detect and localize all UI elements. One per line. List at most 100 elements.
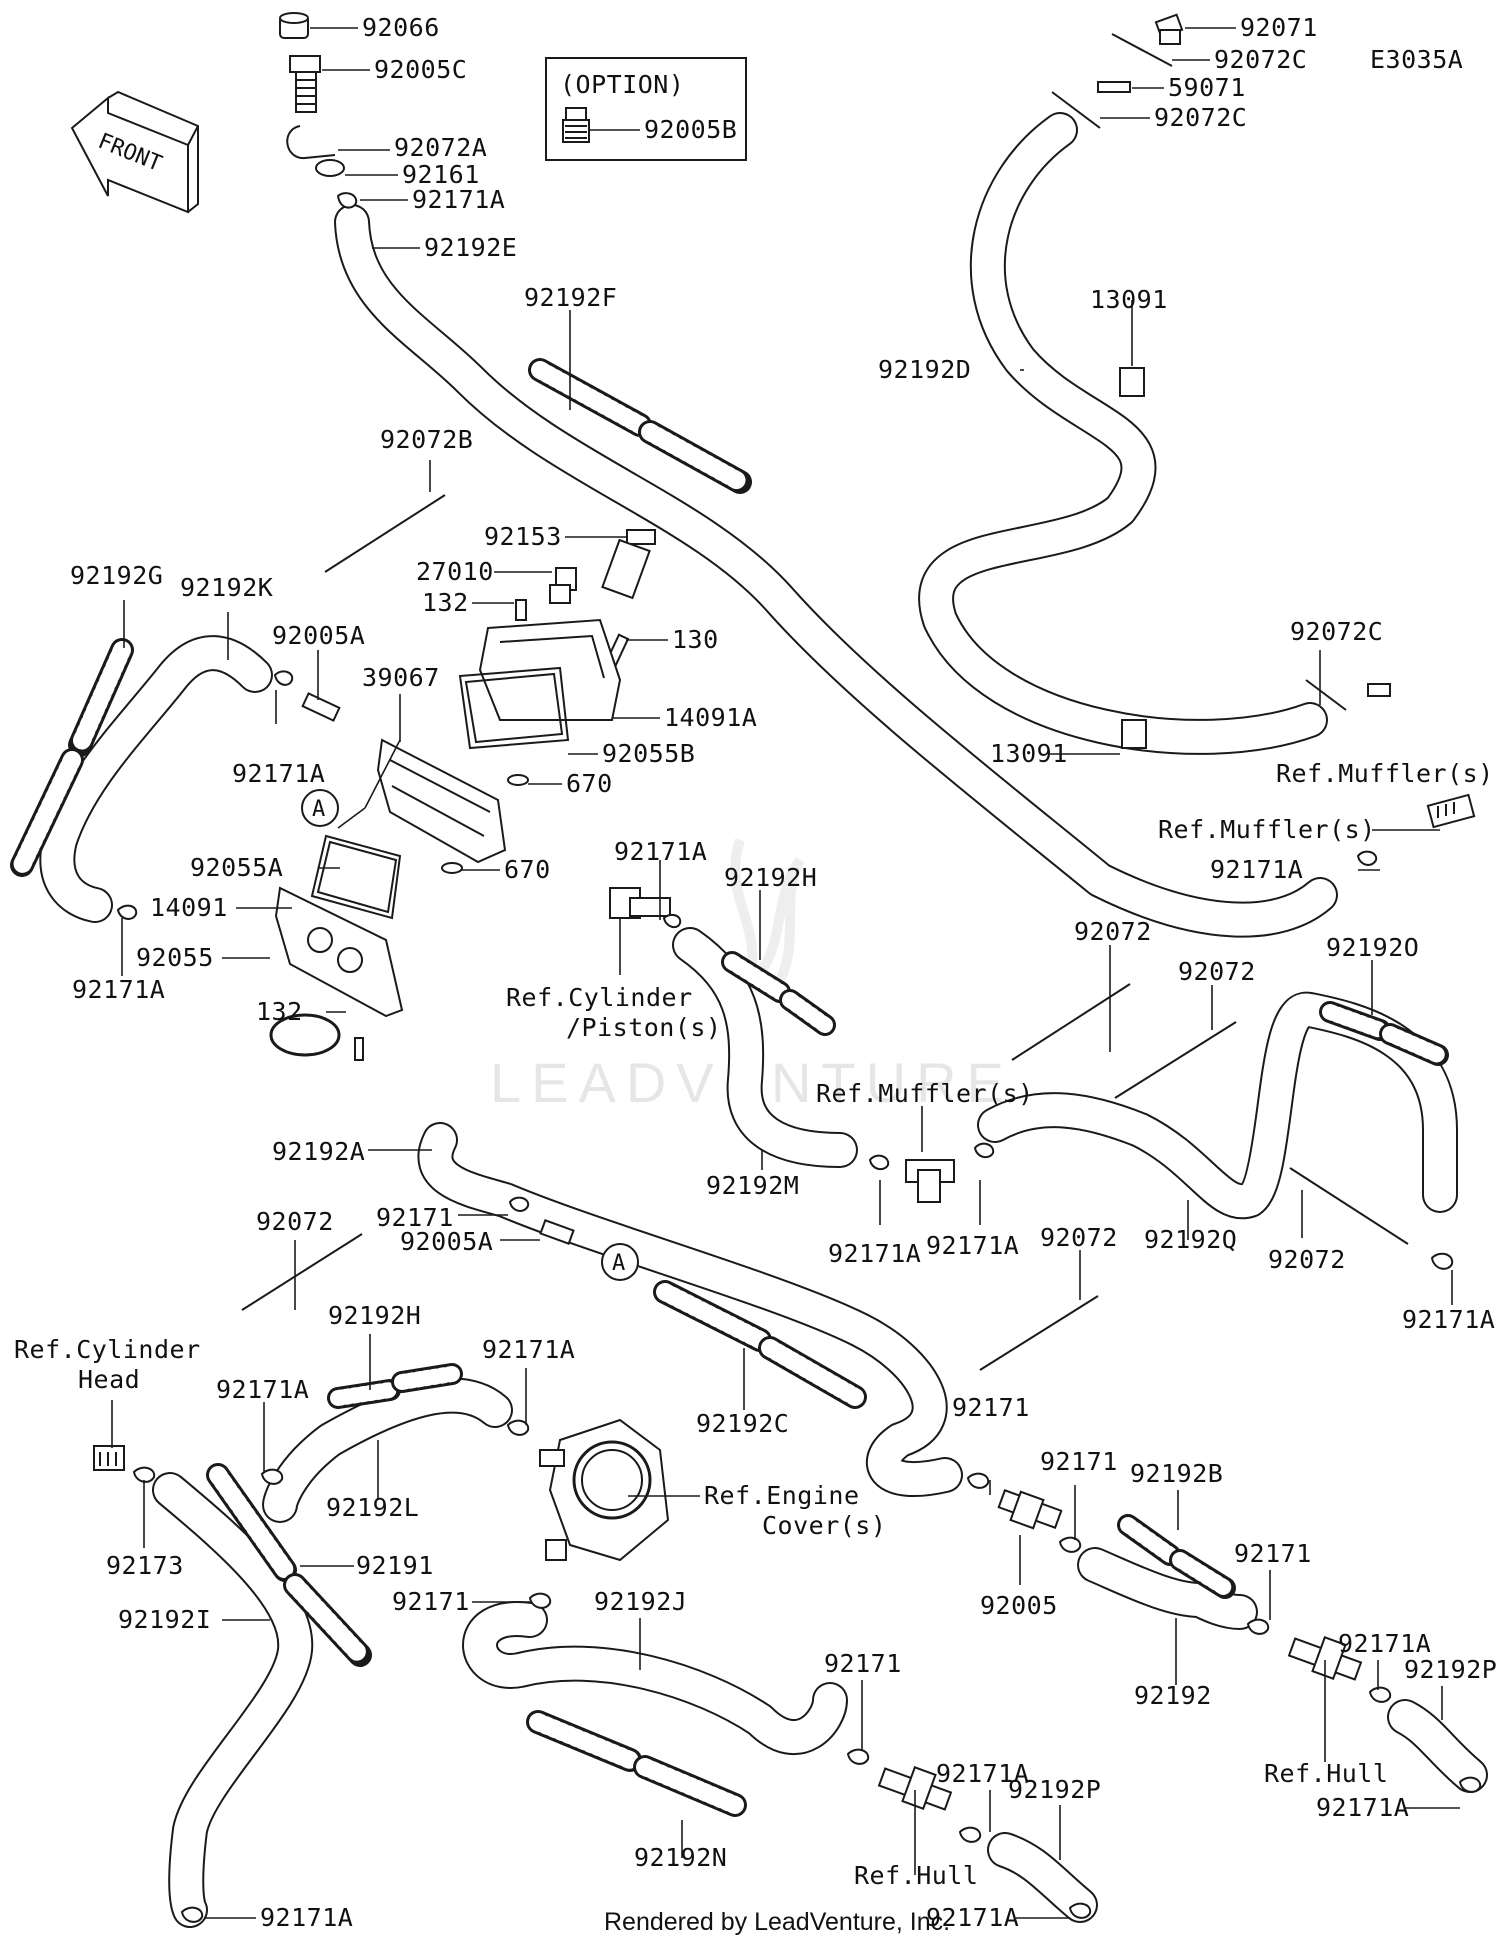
label-ref-cylinder-1[interactable]: Ref.Cylinder	[506, 983, 693, 1012]
label-92192O[interactable]: 92192O	[1326, 933, 1419, 962]
label-92072A[interactable]: 92072A	[394, 133, 487, 162]
label-92072-b[interactable]: 92072	[1178, 957, 1256, 986]
label-ref-hull-1[interactable]: Ref.Hull	[1264, 1759, 1388, 1788]
label-92171-d[interactable]: 92171	[1234, 1539, 1312, 1568]
label-92192A[interactable]: 92192A	[272, 1137, 365, 1166]
label-670-b[interactable]: 670	[504, 855, 551, 884]
label-92171-a[interactable]: 92171	[376, 1203, 454, 1232]
clamp-92171A-h1	[506, 1419, 530, 1436]
label-ref-muffler-3[interactable]: Ref.Muffler(s)	[816, 1079, 1034, 1108]
label-14091A[interactable]: 14091A	[664, 703, 757, 732]
label-39067[interactable]: 39067	[362, 663, 440, 692]
label-132-a[interactable]: 132	[422, 588, 469, 617]
label-92055[interactable]: 92055	[136, 943, 214, 972]
label-92171-e[interactable]: 92171	[392, 1587, 470, 1616]
clamp-92171A-top	[336, 192, 358, 209]
label-92173[interactable]: 92173	[106, 1551, 184, 1580]
label-92192I[interactable]: 92192I	[118, 1605, 211, 1634]
label-14091[interactable]: 14091	[150, 893, 228, 922]
label-92171A-h2[interactable]: 92171A	[216, 1375, 309, 1404]
label-92192Q[interactable]: 92192Q	[1144, 1225, 1237, 1254]
label-92171A-left[interactable]: 92171A	[232, 759, 325, 788]
clamp-92173	[132, 1466, 156, 1483]
label-92192G[interactable]: 92192G	[70, 561, 163, 590]
label-92055A[interactable]: 92055A	[190, 853, 283, 882]
label-92171A-o[interactable]: 92171A	[1402, 1305, 1495, 1334]
label-92072B[interactable]: 92072B	[380, 425, 473, 454]
label-92055B[interactable]: 92055B	[602, 739, 695, 768]
label-92192F[interactable]: 92192F	[524, 283, 617, 312]
label-ref-engine-1[interactable]: Ref.Engine	[704, 1481, 860, 1510]
label-ref-hull-2[interactable]: Ref.Hull	[854, 1861, 978, 1890]
front-arrow-icon	[70, 90, 199, 214]
label-92072-e[interactable]: 92072	[256, 1207, 334, 1236]
label-92192L[interactable]: 92192L	[326, 1493, 419, 1522]
label-92171-c[interactable]: 92171	[1040, 1447, 1118, 1476]
label-92192P-a[interactable]: 92192P	[1404, 1655, 1497, 1684]
label-92171A-i[interactable]: 92171A	[260, 1903, 353, 1932]
label-92005C[interactable]: 92005C	[374, 55, 467, 84]
label-92072C-b[interactable]: 92072C	[1154, 103, 1247, 132]
label-92005B[interactable]: 92005B	[644, 115, 737, 144]
label-92171A-muffler[interactable]: 92171A	[1210, 855, 1303, 884]
label-92171A-top[interactable]: 92171A	[412, 185, 505, 214]
label-92072C-c[interactable]: 92072C	[1290, 617, 1383, 646]
label-130[interactable]: 130	[672, 625, 719, 654]
label-ref-engine-2[interactable]: Cover(s)	[762, 1511, 886, 1540]
label-92171-b[interactable]: 92171	[952, 1393, 1030, 1422]
label-92153[interactable]: 92153	[484, 522, 562, 551]
label-92072-a[interactable]: 92072	[1074, 917, 1152, 946]
label-92005A-a[interactable]: 92005A	[272, 621, 365, 650]
label-ref-muffler-2[interactable]: Ref.Muffler(s)	[1158, 815, 1376, 844]
label-92192P-b[interactable]: 92192P	[1008, 1775, 1101, 1804]
cover-14091A	[478, 618, 622, 721]
label-92171A-cyl[interactable]: 92171A	[614, 837, 707, 866]
label-27010[interactable]: 27010	[416, 557, 494, 586]
label-92005[interactable]: 92005	[980, 1591, 1058, 1620]
option-box	[545, 57, 747, 161]
label-92192K[interactable]: 92192K	[180, 573, 273, 602]
label-92192C[interactable]: 92192C	[696, 1409, 789, 1438]
fitting-ref-cylinder	[609, 887, 671, 919]
label-92171A-h1[interactable]: 92171A	[482, 1335, 575, 1364]
label-92171A-p1[interactable]: 92171A	[1338, 1629, 1431, 1658]
label-13091-b[interactable]: 13091	[990, 739, 1068, 768]
label-92171A-bottom[interactable]: 92171A	[926, 1903, 1019, 1932]
filter-92005C	[289, 55, 321, 113]
label-92071[interactable]: 92071	[1240, 13, 1318, 42]
label-92171A-p2[interactable]: 92171A	[936, 1759, 1029, 1788]
label-ref-cylinder-2[interactable]: /Piston(s)	[566, 1013, 722, 1042]
sleeve-92192N	[526, 1710, 747, 1817]
label-132-b[interactable]: 132	[256, 997, 303, 1026]
label-92066[interactable]: 92066	[362, 13, 440, 42]
label-92192B[interactable]: 92192B	[1130, 1459, 1223, 1488]
label-92192J[interactable]: 92192J	[594, 1587, 687, 1616]
sleeve-92192H-lower	[327, 1363, 463, 1409]
label-ref-cylinder-head-2[interactable]: Head	[78, 1365, 140, 1394]
label-670-a[interactable]: 670	[566, 769, 613, 798]
label-92192H-b[interactable]: 92192H	[328, 1301, 421, 1330]
label-92072-d[interactable]: 92072	[1040, 1223, 1118, 1252]
label-92072C-a[interactable]: 92072C	[1214, 45, 1307, 74]
label-92192N[interactable]: 92192N	[634, 1843, 727, 1872]
label-92192H-a[interactable]: 92192H	[724, 863, 817, 892]
label-92005A-b[interactable]: 92005A	[400, 1227, 493, 1256]
label-59071[interactable]: 59071	[1168, 73, 1246, 102]
label-92072-c[interactable]: 92072	[1268, 1245, 1346, 1274]
label-ref-muffler-1[interactable]: Ref.Muffler(s)	[1276, 759, 1494, 788]
nipple-92005A-b	[539, 1219, 575, 1245]
label-13091-a[interactable]: 13091	[1090, 285, 1168, 314]
label-92171A-g[interactable]: 92171A	[72, 975, 165, 1004]
label-92191[interactable]: 92191	[356, 1551, 434, 1580]
sleeve-92192B	[1117, 1514, 1236, 1599]
label-92171A-p3[interactable]: 92171A	[1316, 1793, 1409, 1822]
label-92171-f[interactable]: 92171	[824, 1649, 902, 1678]
label-92171A-m1[interactable]: 92171A	[828, 1239, 921, 1268]
label-92192E[interactable]: 92192E	[424, 233, 517, 262]
label-ref-cylinder-head-1[interactable]: Ref.Cylinder	[14, 1335, 201, 1364]
label-92192D[interactable]: 92192D	[878, 355, 971, 384]
label-92192M[interactable]: 92192M	[706, 1171, 799, 1200]
label-92161[interactable]: 92161	[402, 160, 480, 189]
label-92192[interactable]: 92192	[1134, 1681, 1212, 1710]
label-92171A-m2[interactable]: 92171A	[926, 1231, 1019, 1260]
